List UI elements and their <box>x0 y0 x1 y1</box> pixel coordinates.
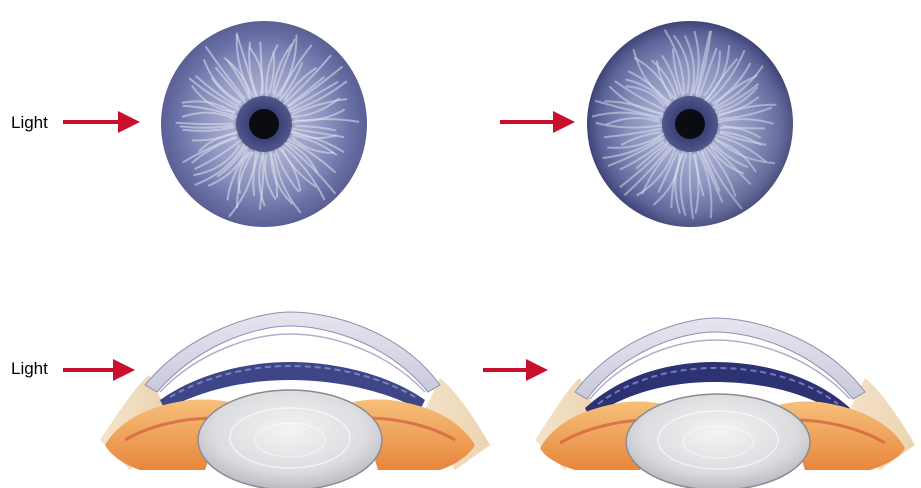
eye-cross-section-left <box>100 312 490 488</box>
arrow-right-icon <box>63 359 135 381</box>
light-label-bottom: Light <box>11 359 48 378</box>
pupil-right <box>675 109 705 139</box>
pupil-left <box>249 109 279 139</box>
iris-front-view-left <box>161 21 367 227</box>
iris-front-view-right <box>587 21 793 227</box>
lens-left <box>198 390 382 488</box>
lens-right <box>626 394 810 488</box>
arrow-right-icon <box>500 111 575 133</box>
eye-cross-section-right <box>535 318 915 488</box>
light-label-top: Light <box>11 113 48 132</box>
arrow-right-icon <box>63 111 140 133</box>
arrow-right-icon <box>483 359 548 381</box>
